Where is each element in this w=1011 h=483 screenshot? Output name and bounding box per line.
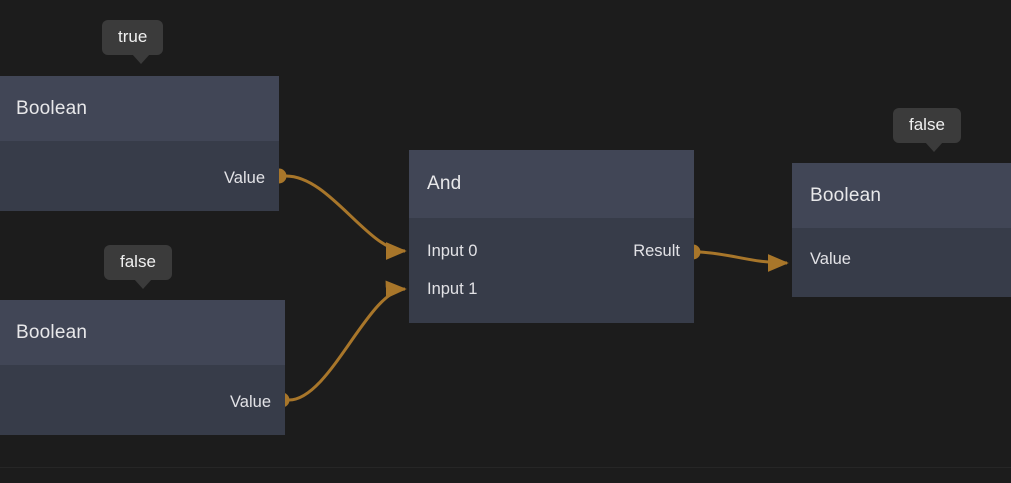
- node-boolean-1-body: Value: [0, 141, 279, 211]
- port-and-result-label: Result: [633, 241, 680, 260]
- port-and-input-1[interactable]: Input 1: [409, 270, 694, 308]
- node-boolean-3-title: Boolean: [810, 184, 882, 206]
- tooltip-boolean-2: false: [104, 245, 172, 289]
- tooltip-boolean-1-text: true: [118, 27, 148, 46]
- node-and-title: And: [427, 173, 462, 194]
- tooltip-boolean-3-text: false: [909, 115, 945, 134]
- node-boolean-1[interactable]: Boolean Value: [0, 76, 279, 211]
- node-boolean-3[interactable]: Boolean Value: [792, 163, 1011, 297]
- canvas-bottom-divider: [0, 467, 1011, 468]
- node-and-body: Input 0 Input 1 Result: [409, 218, 694, 323]
- tooltip-boolean-2-text: false: [120, 252, 156, 271]
- tooltip-pointer-icon: [132, 53, 150, 64]
- node-boolean-1-title: Boolean: [16, 97, 88, 119]
- port-and-input-1-label: Input 1: [427, 279, 478, 298]
- port-boolean-1-value-label: Value: [224, 168, 265, 187]
- port-and-result[interactable]: Result: [409, 232, 694, 270]
- tooltip-pointer-icon: [925, 141, 943, 152]
- connection-edge-3[interactable]: [685, 244, 789, 272]
- port-boolean-3-value[interactable]: Value: [792, 240, 1011, 278]
- port-and-input-0-label: Input 0: [427, 241, 478, 260]
- port-and-input-0[interactable]: Input 0: [409, 232, 694, 270]
- port-boolean-3-value-label: Value: [810, 249, 851, 268]
- node-and[interactable]: And Input 0 Input 1 Result: [409, 150, 694, 323]
- port-boolean-2-value-label: Value: [230, 392, 271, 411]
- connection-edge-2[interactable]: [274, 280, 407, 408]
- node-boolean-3-header[interactable]: Boolean: [792, 163, 1011, 228]
- tooltip-pointer-icon: [134, 278, 152, 289]
- node-boolean-2-title: Boolean: [16, 321, 88, 343]
- port-boolean-2-value[interactable]: Value: [0, 383, 285, 421]
- connection-edge-1[interactable]: [271, 168, 407, 260]
- node-boolean-2[interactable]: Boolean Value: [0, 300, 285, 435]
- node-boolean-2-body: Value: [0, 365, 285, 435]
- node-boolean-2-header[interactable]: Boolean: [0, 300, 285, 365]
- node-boolean-1-header[interactable]: Boolean: [0, 76, 279, 141]
- tooltip-boolean-1: true: [102, 20, 164, 64]
- tooltip-boolean-3: false: [893, 108, 961, 152]
- port-boolean-1-value[interactable]: Value: [0, 159, 279, 197]
- node-and-header[interactable]: And: [409, 150, 694, 218]
- node-boolean-3-body: Value: [792, 228, 1011, 297]
